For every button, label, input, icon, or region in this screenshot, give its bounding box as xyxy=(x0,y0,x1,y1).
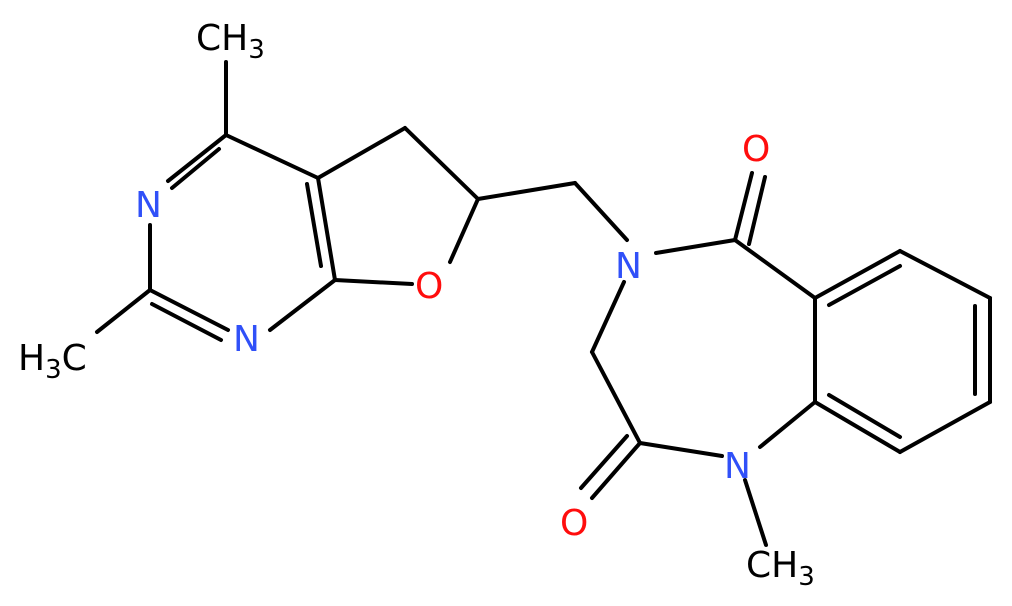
methyl-label-top: CH3 xyxy=(196,18,265,65)
bond-n1-methyl xyxy=(743,478,768,547)
bond-c4-n3-double xyxy=(170,147,221,190)
bond-c9-c9a xyxy=(813,400,902,454)
bond-c2-n1-double xyxy=(150,302,223,342)
bond-c2d-o xyxy=(590,441,642,500)
bond-c5-c5a xyxy=(733,238,817,300)
bond-c7a-c3a xyxy=(316,176,337,282)
bond-n4-c5 xyxy=(654,238,737,255)
bond-c3d-n4 xyxy=(590,280,626,354)
bond-c2f-ch2 xyxy=(476,181,577,201)
bond-c2d-o-double xyxy=(579,434,629,490)
bond-n1-c7a xyxy=(268,278,337,332)
bond-c9a-n1 xyxy=(758,400,817,449)
bond-c2d-c3d xyxy=(590,350,642,445)
bond-ch2-n4 xyxy=(573,181,629,242)
bond-c5-o-double xyxy=(747,175,767,246)
bond-c2-methyl xyxy=(95,288,152,334)
bond-n1-c2d xyxy=(638,441,724,458)
bond-c6-c7 xyxy=(898,249,992,300)
bond-c5a-c6-double xyxy=(827,264,902,307)
oxygen-label-furan: O xyxy=(415,266,443,307)
bond-c5a-c6 xyxy=(813,249,902,300)
bond-c8-c9 xyxy=(898,400,992,454)
bond-c7a-c3a-double xyxy=(305,182,323,268)
bond-c2-n1 xyxy=(148,288,230,332)
atom-labels: CH3 H3C N N O O N N O CH3 xyxy=(18,18,815,592)
bond-c9-c9a-double xyxy=(827,393,902,439)
bond-c3-c2f xyxy=(403,126,480,201)
nitrogen-label-diazepine-4: N xyxy=(615,246,642,287)
nitrogen-label-pyrimidine-lower: N xyxy=(233,319,260,360)
bond-o-c7a xyxy=(333,278,414,286)
bond-c5-o xyxy=(733,171,754,242)
bond-layer xyxy=(95,60,992,547)
methyl-label-bottom: CH3 xyxy=(746,545,815,592)
nitrogen-label-diazepine-1: N xyxy=(724,446,751,487)
bond-c4-n3 xyxy=(166,133,228,183)
nitrogen-label-pyrimidine-upper: N xyxy=(135,185,162,226)
bond-c3a-c4 xyxy=(224,133,320,180)
bond-c2f-o xyxy=(448,197,480,264)
methyl-label-left: H3C xyxy=(18,338,87,385)
bond-c3a-c3 xyxy=(316,126,407,180)
oxygen-label-carbonyl-bottom: O xyxy=(560,503,588,544)
oxygen-label-carbonyl-top: O xyxy=(742,129,770,170)
